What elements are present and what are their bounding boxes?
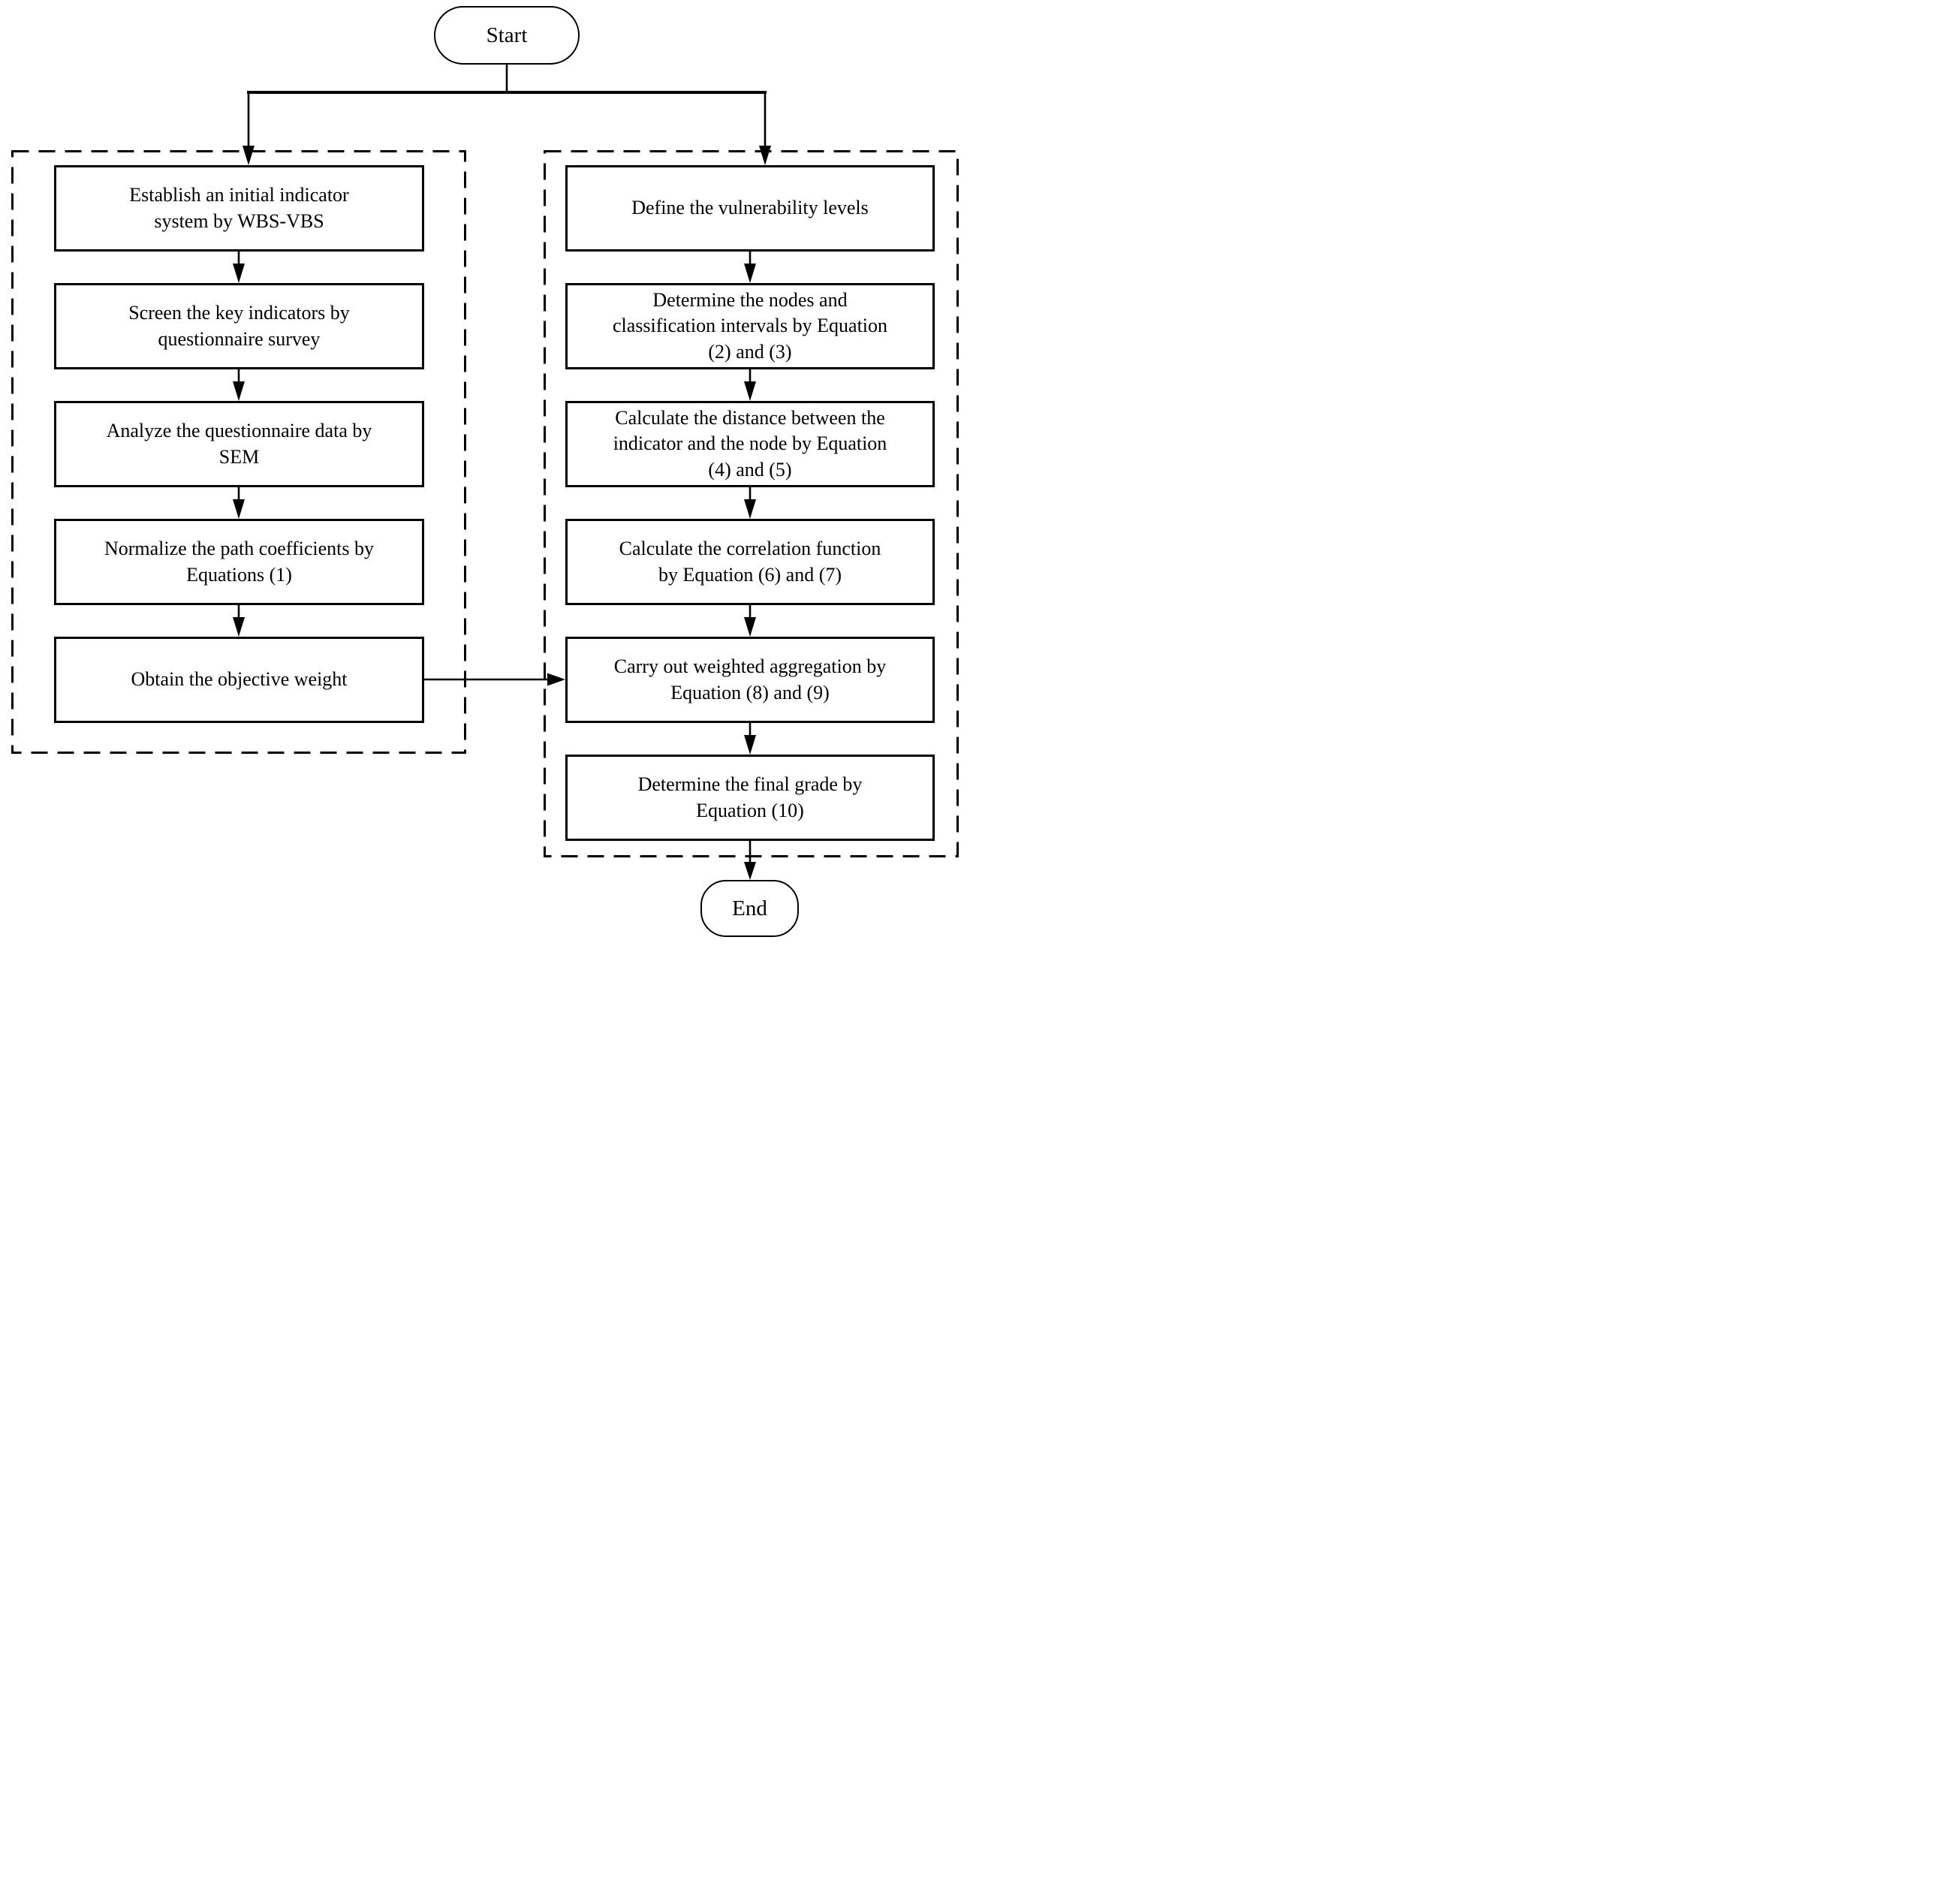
arrow-right-1-2: [744, 252, 756, 283]
arrow-to-end: [744, 841, 756, 880]
start-terminal: Start: [434, 6, 580, 65]
process-box-obtain-objective-weight: Obtain the objective weight: [54, 637, 424, 723]
process-box-determine-nodes-intervals: Determine the nodes and classification i…: [565, 283, 935, 369]
flowchart-canvas: Start End Establish an initial indicator…: [0, 0, 968, 952]
start-label: Start: [486, 23, 528, 47]
arrow-right-4-5: [744, 605, 756, 637]
right-group-dashed-border: [544, 150, 959, 857]
arrow-left-3-4: [233, 487, 245, 519]
process-box-screen-key-indicators: Screen the key indicators by questionnai…: [54, 283, 424, 369]
arrow-left-2-3: [233, 369, 245, 401]
process-box-calculate-correlation-function: Calculate the correlation function by Eq…: [565, 519, 935, 605]
arrow-left-1-2: [233, 252, 245, 283]
process-box-normalize-path-coefficients: Normalize the path coefficients by Equat…: [54, 519, 424, 605]
process-box-determine-final-grade: Determine the final grade by Equation (1…: [565, 755, 935, 841]
arrow-right-2-3: [744, 369, 756, 401]
left-group-dashed-border: [11, 150, 466, 754]
arrow-right-5-6: [744, 723, 756, 755]
process-box-weighted-aggregation: Carry out weighted aggregation by Equati…: [565, 637, 935, 723]
process-box-calculate-distance: Calculate the distance between the indic…: [565, 401, 935, 487]
arrow-right-3-4: [744, 487, 756, 519]
arrow-left-4-5: [233, 605, 245, 637]
arrow-weight-to-aggregation: [423, 673, 565, 686]
process-box-establish-indicator-system: Establish an initial indicator system by…: [54, 165, 424, 252]
start-branch-connector: [243, 65, 771, 165]
process-box-analyze-questionnaire-sem: Analyze the questionnaire data by SEM: [54, 401, 424, 487]
connector-layer: [11, 65, 959, 880]
end-terminal: End: [700, 880, 799, 937]
process-box-define-vulnerability-levels: Define the vulnerability levels: [565, 165, 935, 252]
end-label: End: [732, 896, 767, 920]
